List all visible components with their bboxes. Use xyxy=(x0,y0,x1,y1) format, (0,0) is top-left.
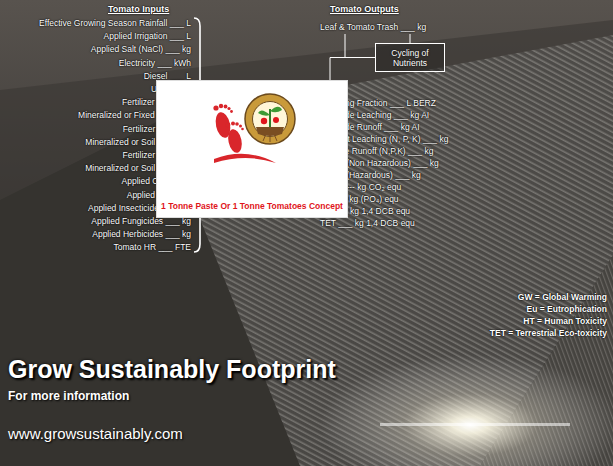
input-item: Effective Growing Season Rainfall ___ L xyxy=(39,18,191,28)
output-item: TET ___ kg 1,4 DCB equ xyxy=(320,218,415,228)
abbreviation-key: HT = Human Toxicity xyxy=(523,316,607,326)
input-item: Applied Herbicides ___ kg xyxy=(92,229,191,239)
leader-line xyxy=(345,34,346,57)
footer-title: Grow Sustainably Footprint xyxy=(8,354,336,384)
input-item: Electricity ___ kWh xyxy=(119,58,191,68)
output-item: Leaf & Tomato Trash ___ kg xyxy=(320,22,426,32)
sun-glare xyxy=(320,355,613,466)
leader-line xyxy=(410,34,411,43)
web-address: www.growsustainably.com xyxy=(8,425,183,443)
abbreviation-key: GW = Global Warming xyxy=(518,292,607,302)
section-heading: Tomato Outputs xyxy=(330,4,399,14)
input-item: Tomato HR ___ FTE xyxy=(114,242,191,252)
cycle-box: Cycling of Nutrients xyxy=(375,43,445,72)
input-item: Applied Salt (NaCl) ___ kg xyxy=(91,44,191,54)
footprint-logo xyxy=(206,83,298,171)
node-label: Cycling of Nutrients xyxy=(379,48,441,68)
abbreviation-key: TET = Terrestrial Eco-toxicity xyxy=(490,328,607,338)
node-label: 1 Tonne Paste Or 1 Tonne Tomatoes Concep… xyxy=(161,201,343,212)
glare-streak xyxy=(380,423,570,426)
circle-emblem xyxy=(245,94,295,144)
info-note: For more information xyxy=(8,389,129,403)
section-heading: Tomato Inputs xyxy=(108,4,169,14)
input-item: Applied Irrigation ___ L xyxy=(104,31,191,41)
abbreviation-key: Eu = Eutrophication xyxy=(526,304,607,314)
